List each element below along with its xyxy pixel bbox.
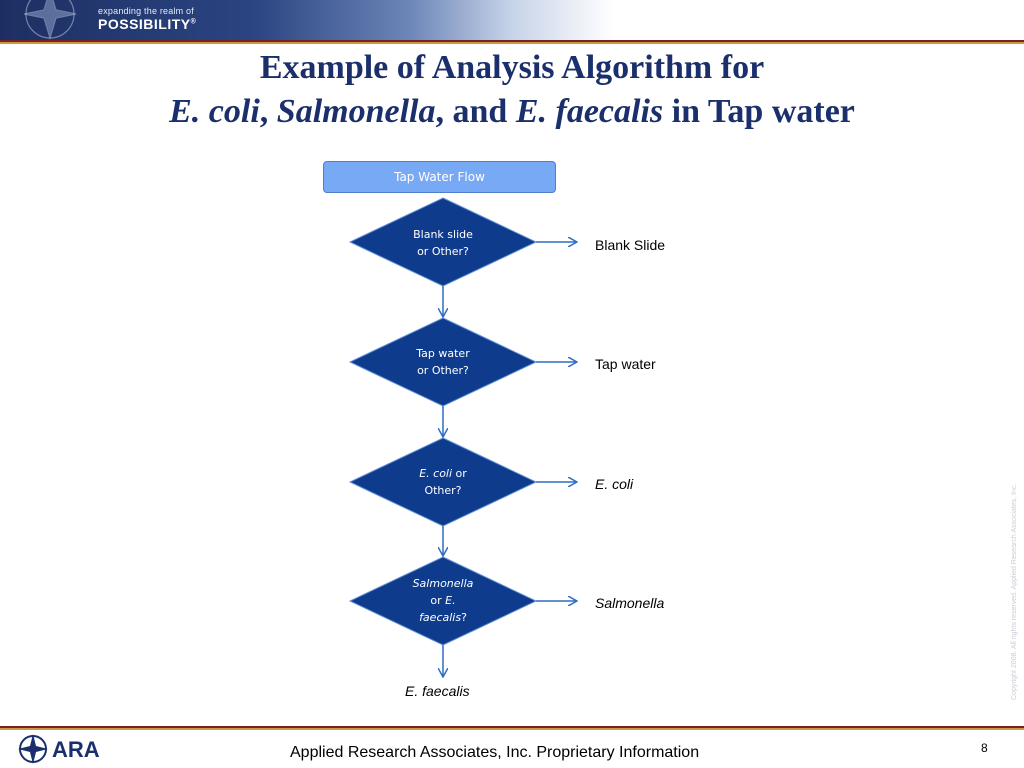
registered-mark: ® <box>190 18 197 26</box>
decision-3-ecoli: E. coli <box>419 467 453 480</box>
start-node: Tap Water Flow <box>323 161 556 193</box>
decision-4-e: E. <box>445 594 456 607</box>
tagline-big: POSSIBILITY® <box>98 16 196 32</box>
decision-2-line-2: or Other? <box>417 364 469 377</box>
outcome-blank-slide: Blank Slide <box>595 237 666 253</box>
tagline-word: POSSIBILITY <box>98 16 191 32</box>
footer-proprietary-text: Applied Research Associates, Inc. Propri… <box>290 744 700 761</box>
decision-4-line-3: faecalis? <box>388 609 498 626</box>
compass-star-icon <box>23 0 77 40</box>
decision-3-line-2: Other? <box>424 484 462 497</box>
title-efaecalis: E. faecalis <box>515 93 664 130</box>
tagline-small: expanding the realm of <box>98 6 194 16</box>
slide-title: Example of Analysis Algorithm for E. col… <box>0 46 1024 134</box>
title-tap-water: in Tap water <box>663 93 855 130</box>
footer-divider-accent <box>0 728 1024 730</box>
title-line-2: E. coli, Salmonella, and E. faecalis in … <box>0 90 1024 134</box>
title-salmonella: Salmonella <box>276 93 436 130</box>
title-ecoli: E. coli <box>169 93 260 130</box>
decision-label-4: Salmonella or E. faecalis? <box>388 575 498 626</box>
decision-4-q: ? <box>461 611 467 624</box>
outcome-tap-water: Tap water <box>595 356 656 372</box>
decision-4-line-1: Salmonella <box>412 577 474 590</box>
title-sep-1: , <box>259 93 277 130</box>
decision-1-line-1: Blank slide <box>413 228 473 241</box>
title-line-1: Example of Analysis Algorithm for <box>259 49 765 86</box>
decision-label-1: Blank slide or Other? <box>388 226 498 260</box>
outcome-ecoli: E. coli <box>595 476 634 492</box>
decision-4-or: or <box>430 594 446 607</box>
decision-4-faecalis: faecalis <box>419 611 462 624</box>
title-sep-2: , and <box>435 93 516 130</box>
copyright-notice: Copyright 2008. All rights reserved. App… <box>1011 483 1018 700</box>
decision-3-line-1: E. coli or <box>388 465 498 482</box>
decision-label-2: Tap water or Other? <box>388 345 498 379</box>
decision-4-line-2: or E. <box>388 592 498 609</box>
decision-2-line-1: Tap water <box>416 347 470 360</box>
header-divider-accent <box>0 42 1024 44</box>
ara-logo-text: ARA <box>52 737 100 762</box>
ara-logo-icon: ARA <box>18 734 100 764</box>
page-number: 8 <box>981 741 988 755</box>
footer-divider <box>0 726 1024 728</box>
decision-label-3: E. coli or Other? <box>388 465 498 499</box>
outcome-efaecalis: E. faecalis <box>405 683 470 699</box>
header-banner <box>0 0 1024 44</box>
decision-1-line-2: or Other? <box>417 245 469 258</box>
decision-3-or: or <box>452 467 467 480</box>
outcome-salmonella: Salmonella <box>595 595 665 611</box>
header-divider <box>0 40 1024 42</box>
